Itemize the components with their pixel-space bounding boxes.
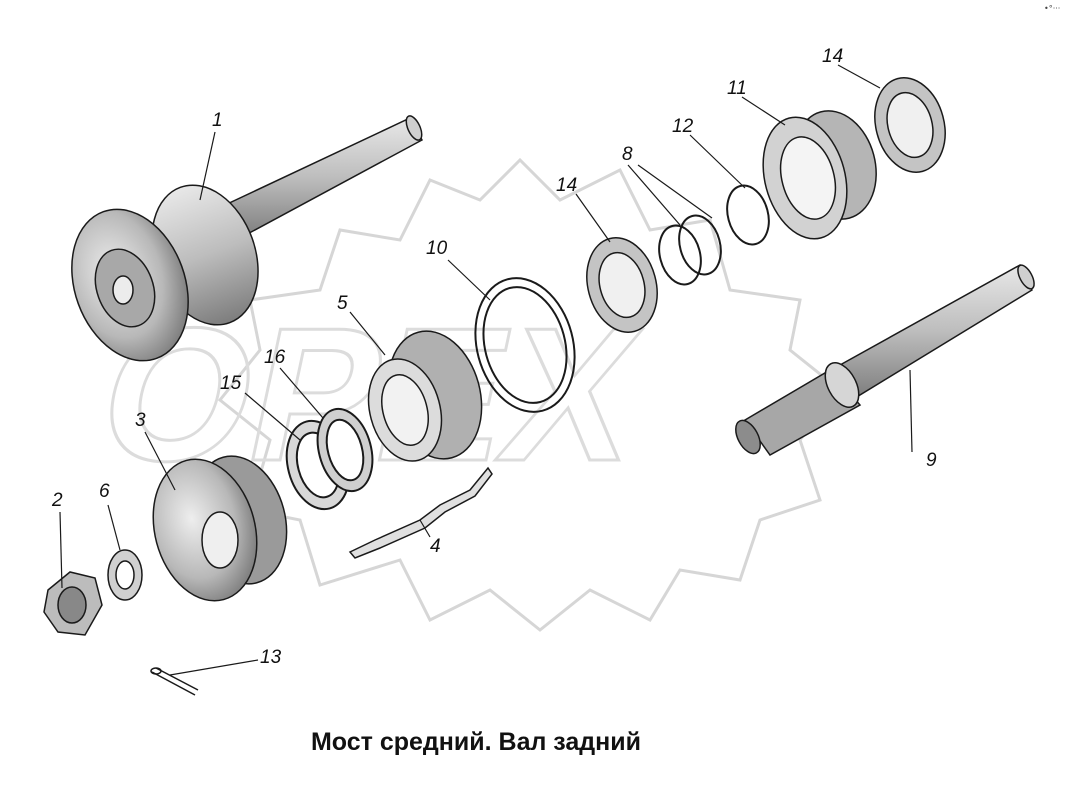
part-9-rear-shaft — [735, 263, 1035, 456]
callout-16: 16 — [264, 347, 286, 368]
part-11-bearing-housing — [762, 110, 877, 240]
corner-marks: •°··· — [1044, 4, 1061, 13]
part-12-ring — [726, 184, 770, 246]
part-8-snap-rings — [658, 214, 722, 286]
part-14-bearing-outer — [874, 77, 946, 173]
callout-13: 13 — [260, 647, 282, 668]
watermark-gear — [217, 157, 843, 632]
part-14-bearing-inner — [586, 237, 658, 333]
callout-8: 8 — [622, 144, 633, 165]
callout-4: 4 — [430, 536, 441, 557]
callout-labels: 1 2 3 4 5 6 8 9 10 11 12 13 14 14 15 16 — [51, 46, 937, 668]
diagram-caption: Мост средний. Вал задний — [310, 728, 642, 756]
callout-1: 1 — [212, 110, 223, 131]
part-13-cotter-pin — [150, 667, 199, 696]
callout-12: 12 — [672, 116, 694, 137]
callout-5: 5 — [337, 293, 348, 314]
part-1-flange-shaft — [71, 115, 424, 362]
part-10-gasket — [474, 277, 576, 413]
callout-6: 6 — [99, 481, 110, 502]
part-3-flange — [152, 455, 288, 602]
callout-15: 15 — [220, 373, 242, 394]
callout-2: 2 — [51, 490, 63, 511]
leader-lines — [59, 64, 913, 676]
callout-11: 11 — [727, 78, 747, 99]
callout-9: 9 — [926, 450, 937, 471]
callout-3: 3 — [135, 410, 146, 431]
callout-14: 14 — [556, 175, 577, 196]
part-6-lock-washer — [107, 549, 143, 601]
part-2-castle-nut — [43, 571, 103, 636]
callout-10: 10 — [426, 238, 448, 259]
callout-14: 14 — [822, 46, 843, 67]
part-5-bearing-cover — [367, 330, 483, 462]
part-16-seal — [316, 407, 374, 493]
